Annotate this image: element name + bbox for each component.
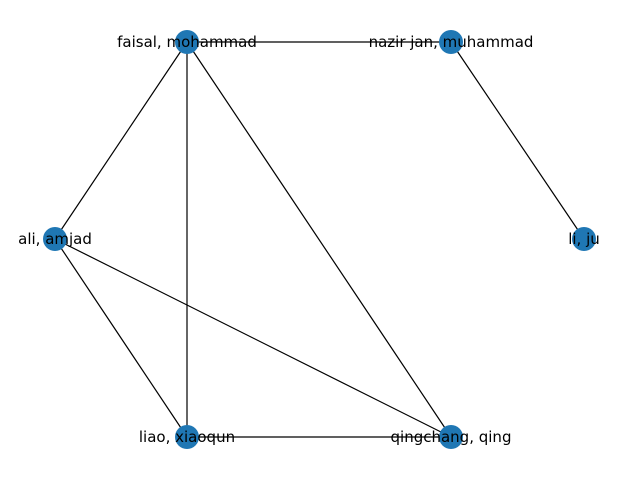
edge-nazir-li [450,41,585,240]
node-label-liao: liao, xiaoqun [139,428,235,446]
node-label-qingchang: qingchang, qing [391,428,512,446]
node-label-li: li, ju [568,230,600,248]
node-liao [175,425,199,449]
node-label-ali: ali, amjad [18,230,92,248]
edges-layer [54,41,585,438]
node-li [572,227,596,251]
node-faisal [175,30,199,54]
edge-faisal-ali [54,41,188,240]
node-nazir [439,30,463,54]
edge-ali-qingchang [54,238,452,438]
labels-layer: faisal, mohammad nazir jan, muhammad ali, … [18,33,600,446]
edge-faisal-qingchang [186,41,452,438]
node-label-nazir: nazir jan, muhammad [369,33,534,51]
edge-ali-liao [54,238,188,438]
node-qingchang [439,425,463,449]
node-label-faisal: faisal, mohammad [117,33,257,51]
node-ali [43,227,67,251]
nodes-layer [43,30,596,449]
